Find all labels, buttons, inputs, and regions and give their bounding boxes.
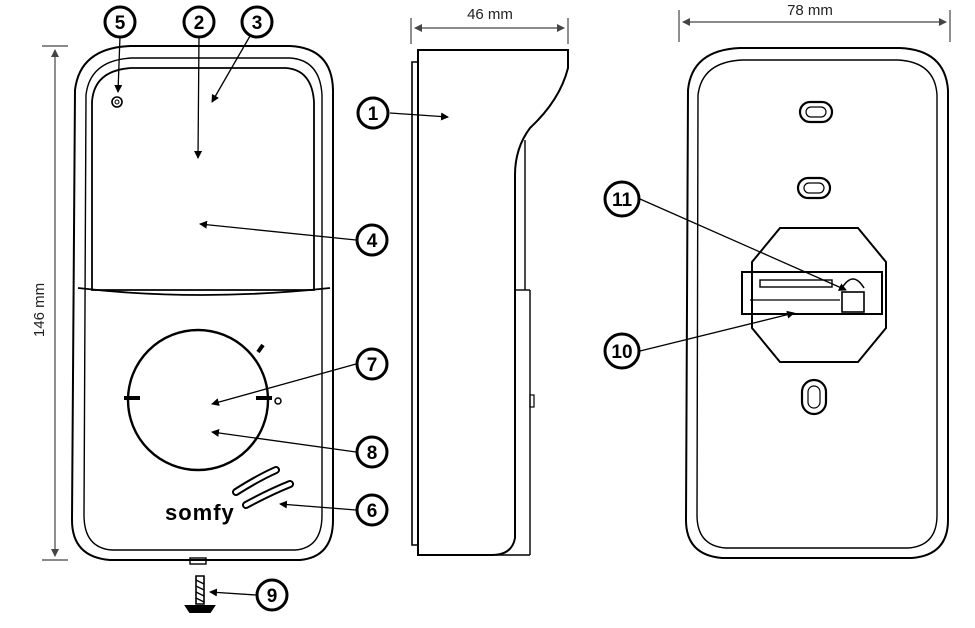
height-dimension [42,45,68,561]
leader-1 [389,112,449,121]
callout-10: 10 [603,332,641,370]
callout-3: 3 [240,5,274,39]
leader-9 [209,588,257,597]
front-view [70,45,334,565]
svg-text:6: 6 [367,501,378,522]
callout-8: 8 [355,435,389,469]
leader-2 [194,35,203,159]
svg-text:2: 2 [194,13,205,34]
call-button-dot [274,397,282,405]
battery-slot [759,279,833,288]
leader-10 [639,310,795,352]
leader-8 [211,429,357,453]
callout-4: 4 [355,223,389,257]
svg-text:3: 3 [252,13,263,34]
svg-text:9: 9 [267,586,278,607]
svg-text:1: 1 [368,104,379,125]
front-bottom-notch [189,557,207,565]
speaker-slot-2-inner [244,482,292,507]
mounting-hole-middle [796,176,832,200]
callout-9: 9 [255,578,289,612]
callout-badges: 5 2 3 1 4 7 8 6 [103,5,641,612]
front-light-sensor-core [114,99,120,105]
mounting-hole-top-inner [805,106,827,118]
mounting-hole-bottom-inner [807,385,821,409]
battery-terminal [841,291,865,313]
mounting-hole-bottom [800,378,828,416]
depth-dimension-label: 46 mm [467,6,513,23]
back-view [684,47,949,559]
callout-5: 5 [103,5,137,39]
callout-2: 2 [182,5,216,39]
battery-compartment-outline [751,227,887,363]
height-dimension-label: 146 mm [31,283,48,337]
mounting-hole-middle-inner [803,182,825,194]
leader-5 [114,35,123,93]
battery-compartment [741,271,883,315]
svg-text:5: 5 [115,13,126,34]
depth-dimension [410,18,569,44]
speaker-slot-1-inner [234,468,278,494]
side-clip [529,394,535,408]
callout-11: 11 [603,180,641,218]
width-dimension [678,10,951,42]
callout-7: 7 [355,347,389,381]
call-button-ring [126,328,270,472]
battery-terminal-cap [841,278,865,289]
width-dimension-label: 78 mm [787,2,833,19]
leader-7 [211,363,357,406]
mounting-screw [184,575,216,613]
side-profile [417,49,569,556]
leader-3 [211,35,251,103]
svg-text:7: 7 [367,355,378,376]
svg-text:10: 10 [611,342,632,363]
brand-logo: somfy [165,500,235,525]
front-glass-panel [91,67,315,291]
side-backplate [411,61,419,546]
mounting-hole-top [798,100,834,124]
callout-1: 1 [356,96,390,130]
front-light-sensor [111,96,123,108]
leader-11 [639,198,847,291]
front-outer-housing [70,45,334,561]
svg-text:11: 11 [612,190,633,211]
callout-6: 6 [355,493,389,527]
svg-text:8: 8 [367,443,378,464]
side-view [411,49,569,556]
back-outer-housing [684,47,949,559]
front-panel-seam [77,287,331,296]
back-inner-rim [696,59,938,549]
call-button-tick [256,343,265,354]
svg-text:4: 4 [367,231,378,252]
front-inner-rim [83,57,323,551]
leader-4 [199,220,357,241]
leader-6 [279,500,357,511]
callout-leaders [114,35,847,597]
